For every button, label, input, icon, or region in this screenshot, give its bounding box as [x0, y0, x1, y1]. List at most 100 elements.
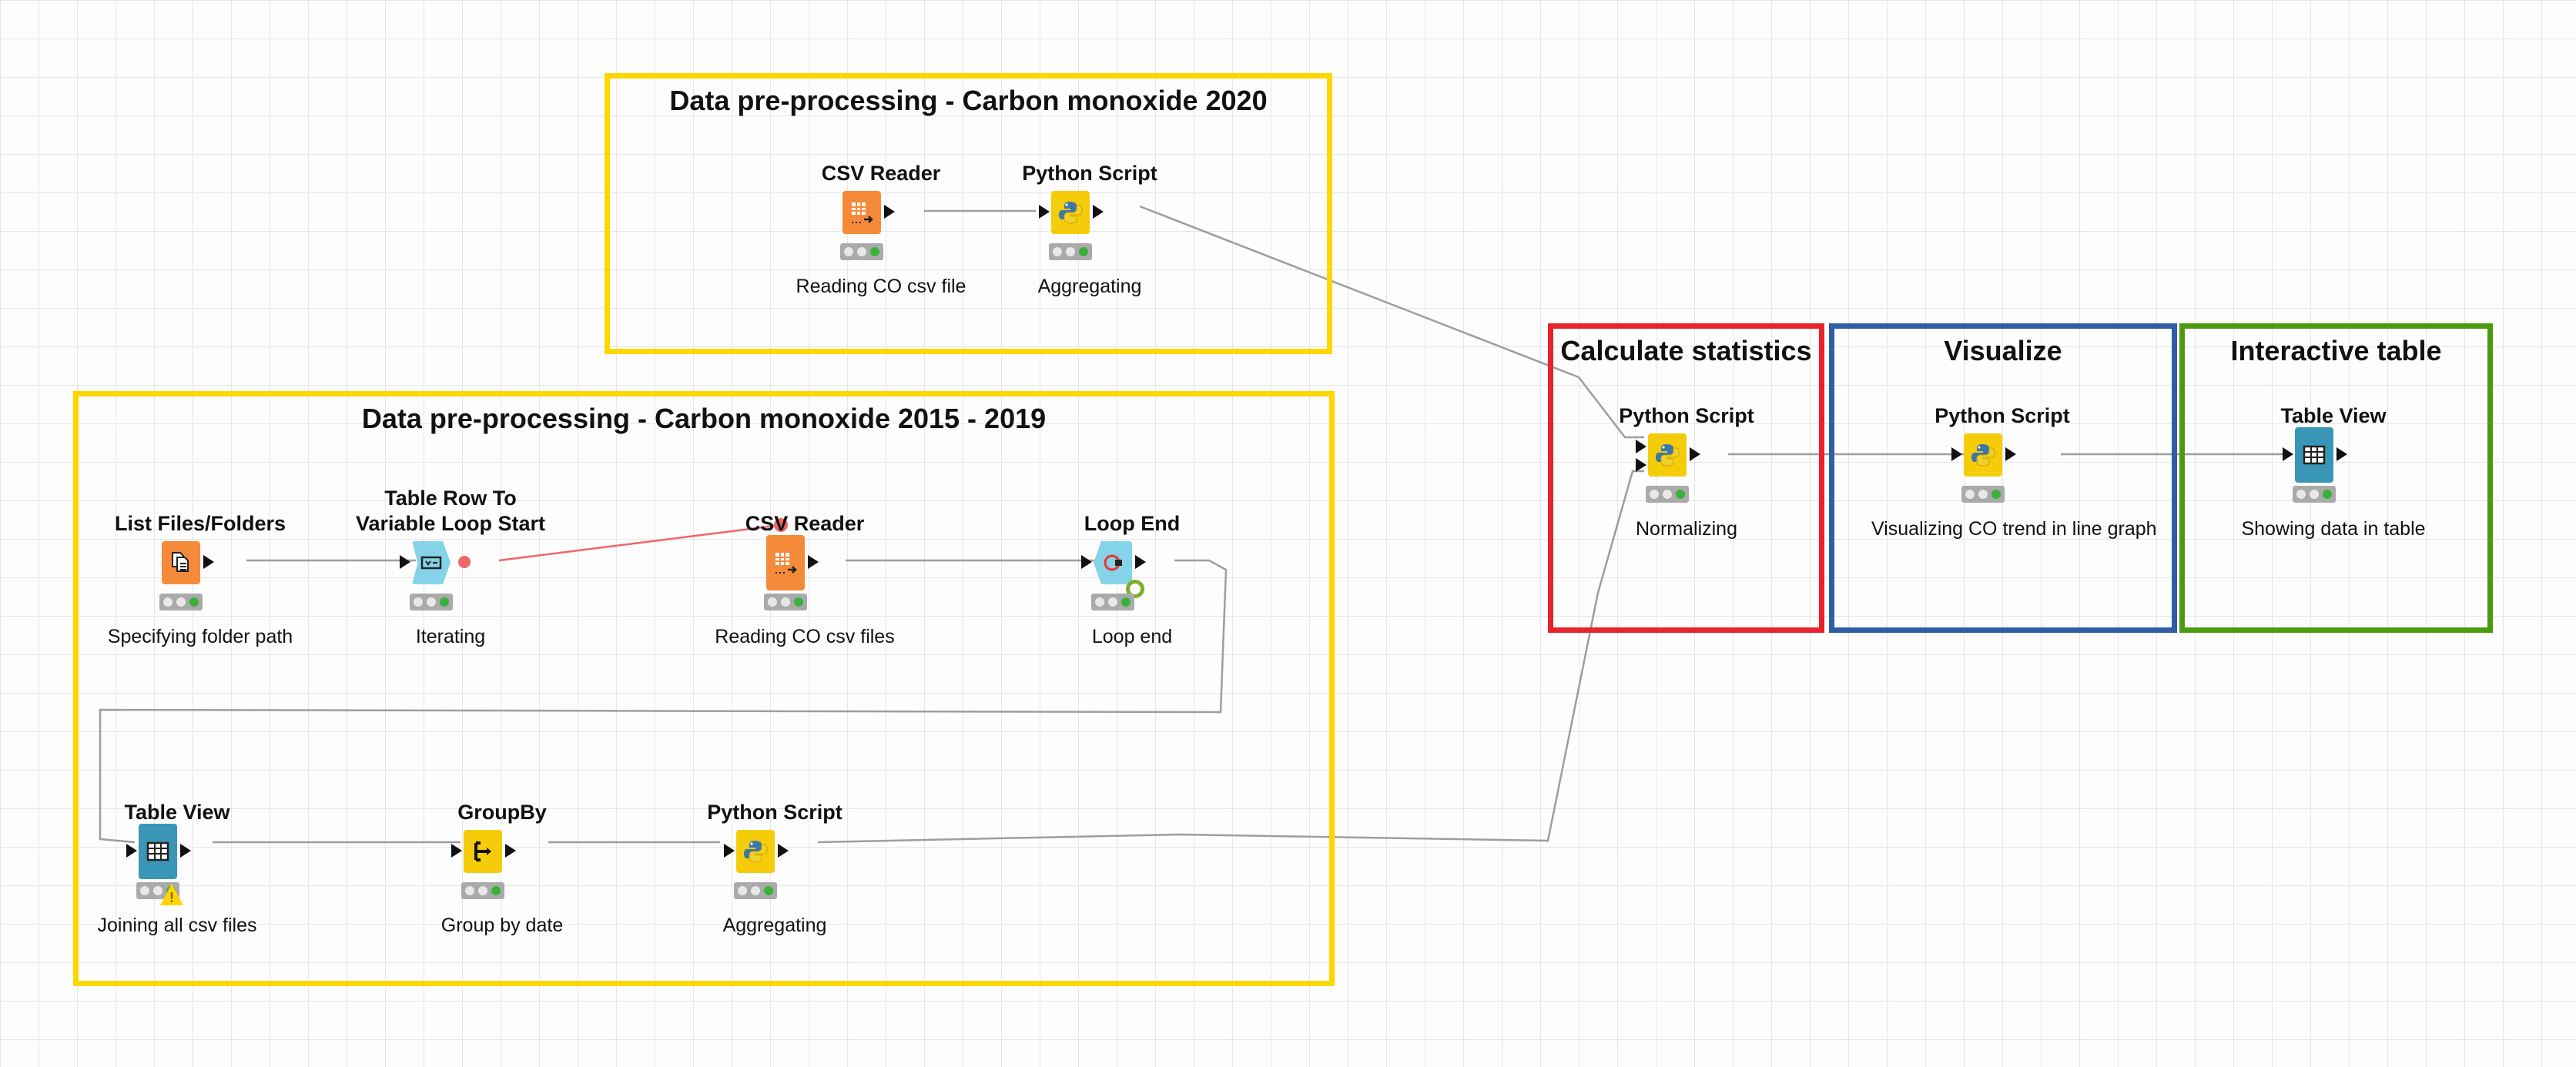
node-groupby[interactable]: GroupBy Group by date [371, 770, 633, 962]
input-port[interactable] [400, 555, 410, 569]
node-table-view-join[interactable]: Table View ! Joining all csv files [46, 770, 308, 962]
csv-reader-icon[interactable] [766, 535, 805, 590]
node-title: Python Script [1935, 404, 2070, 427]
input-port-2[interactable] [1636, 458, 1646, 472]
node-title: List Files/Folders [114, 512, 286, 535]
output-port[interactable] [505, 844, 516, 858]
table-view-icon[interactable] [2295, 427, 2333, 483]
output-port[interactable] [1690, 447, 1700, 461]
annotation-interactive-table[interactable]: Interactive table [2179, 323, 2493, 633]
node-title: Python Script [1022, 162, 1157, 185]
status-traffic-light [1646, 486, 1689, 503]
annotation-calculate-statistics[interactable]: Calculate statistics [1548, 323, 1824, 633]
node-title: Python Script [1619, 404, 1754, 427]
status-traffic-light [2293, 486, 2336, 503]
annotation-co-2020[interactable]: Data pre-processing - Carbon monoxide 20… [605, 73, 1332, 354]
status-traffic-light [840, 243, 883, 260]
annotation-title: Data pre-processing - Carbon monoxide 20… [361, 403, 1047, 434]
csv-reader-icon[interactable] [842, 191, 881, 234]
status-traffic-light [764, 594, 807, 610]
output-port[interactable] [884, 205, 895, 219]
node-table-row-to-variable-loop-start[interactable]: Table Row To Variable Loop Start Iterati… [320, 481, 581, 674]
node-title: Loop End [1084, 512, 1181, 535]
node-label[interactable]: Visualizing CO trend in line graph [1871, 518, 2157, 540]
input-port[interactable] [1951, 447, 1962, 461]
node-title: CSV Reader [821, 162, 941, 185]
node-label[interactable]: Reading CO csv files [715, 626, 895, 647]
status-traffic-light [410, 594, 453, 610]
status-traffic-light [159, 594, 203, 610]
node-python-script-normalizing[interactable]: Python Script Normalizing [1556, 373, 1817, 566]
output-port[interactable] [808, 555, 819, 569]
output-port[interactable] [2005, 447, 2016, 461]
output-port[interactable] [203, 555, 214, 569]
node-table-view-final[interactable]: Table View Showing data in table [2202, 373, 2464, 566]
node-loop-end[interactable]: Loop End Loop end [1001, 481, 1263, 674]
node-list-files-folders[interactable]: List Files/Folders Specifying folder pat… [69, 481, 331, 674]
node-label[interactable]: Aggregating [722, 915, 827, 936]
input-port[interactable] [451, 844, 462, 858]
status-traffic-light [734, 882, 777, 899]
status-traffic-light [461, 882, 504, 899]
node-title: GroupBy [457, 801, 547, 824]
node-python-script-aggregating[interactable]: Python Script Aggregating [644, 770, 906, 962]
status-traffic-light [1091, 594, 1134, 610]
loop-icon [1126, 580, 1144, 598]
connection[interactable] [99, 559, 1228, 844]
warning-icon[interactable] [160, 884, 183, 905]
node-label[interactable]: Loop end [1091, 626, 1173, 647]
variable-port-marker[interactable] [774, 518, 788, 532]
annotation-visualize[interactable]: Visualize [1829, 323, 2177, 633]
output-port[interactable] [180, 844, 191, 858]
output-port[interactable] [1093, 205, 1104, 219]
variable-output-port[interactable] [458, 556, 471, 568]
list-files-icon[interactable] [162, 541, 200, 584]
input-port[interactable] [724, 844, 735, 858]
variable-connection[interactable] [498, 523, 782, 562]
loop-end-icon[interactable] [1094, 541, 1132, 584]
output-port[interactable] [1135, 555, 1146, 569]
annotation-co-2015-2019[interactable]: Data pre-processing - Carbon monoxide 20… [73, 391, 1335, 986]
node-title: CSV Reader [745, 512, 865, 535]
node-label[interactable]: Iterating [415, 626, 486, 647]
input-port[interactable] [2283, 447, 2293, 461]
connection[interactable] [1139, 205, 1644, 439]
status-traffic-light [1961, 486, 2005, 503]
input-port[interactable] [1039, 205, 1050, 219]
python-icon[interactable] [736, 830, 775, 873]
python-icon[interactable] [1648, 433, 1687, 477]
connection[interactable] [817, 470, 1644, 844]
annotation-title: Interactive table [2230, 335, 2442, 366]
python-icon[interactable] [1964, 433, 2002, 477]
node-csv-reader-2020[interactable]: CSV Reader Reading CO csv file [750, 131, 1012, 323]
loop-start-icon[interactable] [412, 541, 451, 584]
node-label[interactable]: Aggregating [1037, 276, 1142, 297]
node-python-script-2020[interactable]: Python Script Aggregating [959, 131, 1221, 323]
input-port-1[interactable] [1636, 440, 1646, 453]
node-csv-reader-loop[interactable]: CSV Reader Reading CO csv files [674, 481, 936, 674]
node-title: Table View [2280, 404, 2387, 427]
output-port[interactable] [778, 844, 789, 858]
node-python-script-visualizing[interactable]: Python Script Visualizing CO trend in li… [1871, 373, 2157, 566]
warning-mark: ! [169, 890, 174, 905]
python-icon[interactable] [1051, 191, 1090, 234]
node-label[interactable]: Specifying folder path [107, 626, 293, 647]
input-port[interactable] [126, 844, 137, 858]
node-label[interactable]: Normalizing [1636, 518, 1737, 540]
node-label[interactable]: Group by date [440, 915, 564, 936]
input-port[interactable] [1081, 555, 1092, 569]
node-label[interactable]: Showing data in table [2241, 518, 2426, 540]
table-view-icon[interactable] [139, 824, 177, 879]
annotation-title: Data pre-processing - Carbon monoxide 20… [669, 85, 1268, 116]
output-port[interactable] [2336, 447, 2347, 461]
node-label[interactable]: Reading CO csv file [796, 276, 966, 297]
node-title: Table View [124, 801, 230, 824]
node-title: Table Row To Variable Loop Start [355, 487, 546, 535]
status-traffic-light [1049, 243, 1092, 260]
annotation-title: Visualize [1944, 335, 2062, 366]
node-title: Python Script [707, 801, 842, 824]
groupby-icon[interactable] [464, 830, 502, 873]
node-label[interactable]: Joining all csv files [97, 915, 257, 936]
